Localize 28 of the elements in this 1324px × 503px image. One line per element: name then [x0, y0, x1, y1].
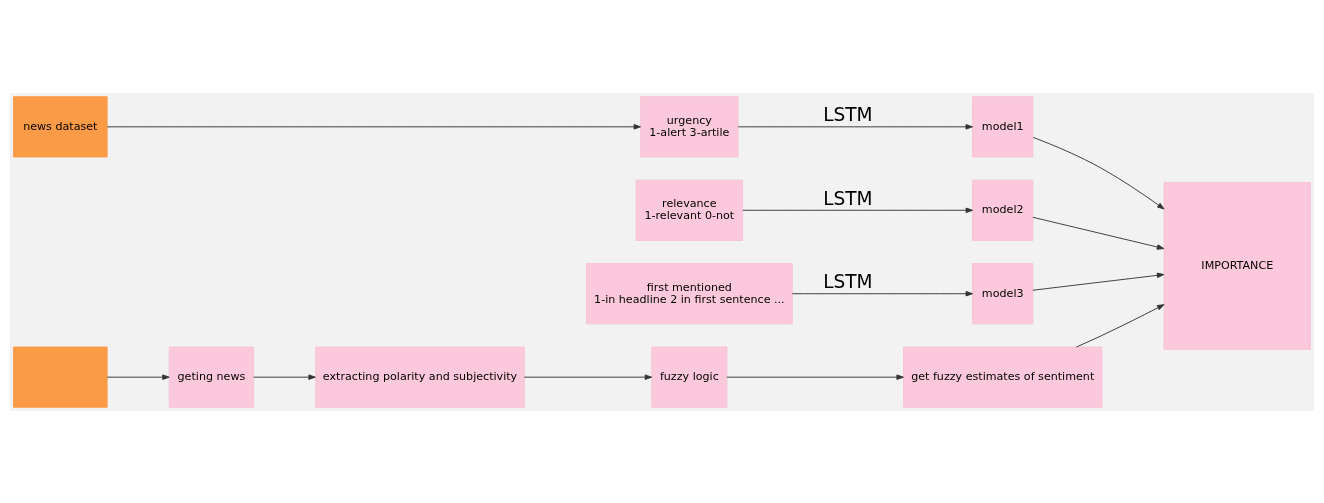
arrow	[791, 290, 973, 296]
node-box: urgency 1-alert 3-artile	[640, 95, 739, 157]
arrow	[1032, 272, 1165, 291]
edge-label: LSTM	[823, 103, 873, 125]
edge-label: LSTM	[823, 187, 873, 209]
node-box: model1	[972, 95, 1034, 157]
arrow	[106, 123, 641, 130]
arrow	[523, 373, 653, 380]
node-box: first mentioned 1-in headline 2 in first sentence ...	[585, 262, 793, 324]
arrow	[737, 123, 973, 130]
arrow	[253, 373, 316, 380]
edge-label: LSTM	[823, 270, 873, 292]
node-box: fuzzy logic	[651, 346, 728, 408]
node-box: model2	[972, 179, 1034, 241]
node-box: relevance 1-relevant 0-not	[635, 179, 744, 241]
arrow	[1032, 216, 1165, 250]
node-box: news dataset	[13, 95, 108, 157]
arrow	[1075, 303, 1165, 347]
node-box: IMPORTANCE	[1163, 181, 1311, 350]
node-box: model3	[972, 262, 1034, 324]
arrow	[1032, 136, 1165, 209]
node-box: geting news	[168, 346, 255, 408]
node-box	[13, 346, 108, 408]
node-box: extracting polarity and subjectivity	[315, 346, 525, 408]
arrow	[726, 373, 904, 380]
arrow	[742, 207, 974, 213]
node-box: get fuzzy estimates of sentiment	[903, 346, 1103, 408]
arrow	[106, 373, 170, 380]
